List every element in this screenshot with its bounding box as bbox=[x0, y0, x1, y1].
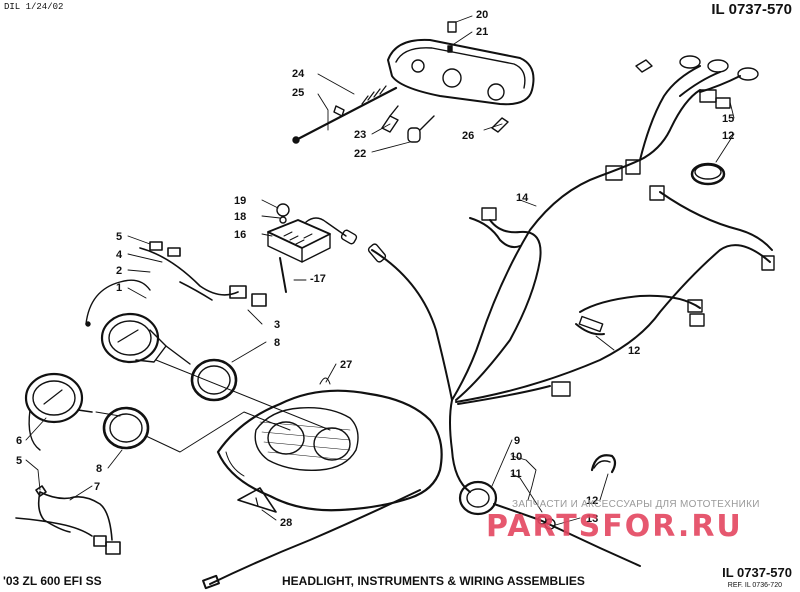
clamp-top-right bbox=[690, 162, 726, 186]
callout-27: 27 bbox=[340, 359, 353, 371]
main-wiring-harness bbox=[371, 65, 773, 493]
callout-11: 11 bbox=[510, 468, 522, 480]
watermark-logo: PARTSFOR.RU bbox=[486, 509, 743, 544]
callout-14: 14 bbox=[516, 192, 529, 204]
illustration-id: IL 0737-570 bbox=[711, 1, 792, 18]
callout-6: 6 bbox=[16, 435, 23, 447]
callout-9: 9 bbox=[514, 435, 521, 447]
callout-21: 21 bbox=[476, 26, 489, 38]
callout-26: 26 bbox=[462, 130, 475, 142]
callout-15: 15 bbox=[722, 113, 735, 125]
date-code: DIL 1/24/02 bbox=[4, 2, 64, 12]
harness-connectors bbox=[367, 55, 775, 397]
assembly-title: HEADLIGHT, INSTRUMENTS & WIRING ASSEMBLI… bbox=[282, 574, 585, 588]
callout-28: 28 bbox=[280, 517, 293, 529]
gauge-wiring bbox=[15, 241, 267, 555]
gauge-ring-upper bbox=[190, 358, 238, 402]
callout-7: 7 bbox=[94, 481, 101, 493]
callout-12-top: 12 bbox=[722, 130, 735, 142]
bulb-sockets bbox=[381, 105, 509, 143]
callout-5-lower: 5 bbox=[16, 455, 23, 467]
tachometer bbox=[85, 279, 191, 365]
callout-10: 10 bbox=[510, 451, 523, 463]
callout-22: 22 bbox=[354, 148, 367, 160]
headlight-assembly bbox=[387, 21, 535, 106]
callout-8-upper: 8 bbox=[274, 337, 281, 349]
callout-18: 18 bbox=[234, 211, 247, 223]
callout-12-mid: 12 bbox=[628, 345, 641, 357]
callout-12-low: 12 bbox=[586, 495, 599, 507]
clamp-lower-right bbox=[590, 454, 617, 474]
speedometer-drive bbox=[458, 480, 641, 567]
footer-illustration-id: IL 0737-570 bbox=[722, 565, 792, 580]
instrument-console bbox=[216, 377, 443, 512]
voltage-regulator bbox=[267, 203, 358, 293]
callout-5-upper: 5 bbox=[116, 231, 123, 243]
reference-id: REF. IL 0736-720 bbox=[727, 582, 782, 589]
model-name: '03 ZL 600 EFI SS bbox=[3, 574, 102, 588]
callout-16: 16 bbox=[234, 229, 247, 241]
alignment-lines bbox=[95, 359, 331, 453]
callout-19: 19 bbox=[234, 195, 247, 207]
callout-8-lower: 8 bbox=[96, 463, 103, 475]
callout-24: 24 bbox=[292, 68, 305, 80]
speedometer bbox=[24, 372, 93, 451]
callout-17: -17 bbox=[310, 273, 326, 285]
callout-3: 3 bbox=[274, 319, 281, 331]
leader-lines bbox=[25, 15, 735, 527]
warning-label bbox=[237, 487, 277, 513]
callout-25: 25 bbox=[292, 87, 305, 99]
gauge-ring-lower bbox=[102, 406, 150, 450]
callout-13: 13 bbox=[586, 513, 599, 525]
callout-23: 23 bbox=[354, 129, 367, 141]
callout-2: 2 bbox=[116, 265, 123, 277]
callout-20: 20 bbox=[476, 9, 489, 21]
callout-1: 1 bbox=[116, 282, 123, 294]
ground-cable bbox=[202, 489, 421, 590]
adjuster-screw bbox=[292, 85, 398, 144]
watermark-caption: ЗАПЧАСТИ И АКСЕССУАРЫ ДЛЯ МОТОТЕХНИКИ bbox=[512, 499, 760, 510]
callout-4: 4 bbox=[116, 249, 123, 261]
